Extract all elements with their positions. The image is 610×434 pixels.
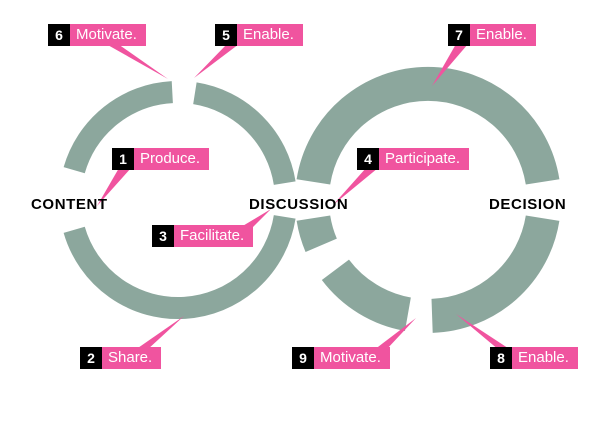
callout-2-number: 2 <box>80 347 102 369</box>
callout-7-label: Enable. <box>470 24 536 46</box>
callout-2-share: 2 Share. <box>80 347 162 369</box>
callout-1-number: 1 <box>112 148 134 170</box>
callout-pointer-9 <box>374 318 416 350</box>
content-loop-arc-bottom <box>63 215 296 320</box>
callout-9-label: Motivate. <box>314 347 390 369</box>
callout-3-number: 3 <box>152 225 174 247</box>
decision-loop-arc-lower-right <box>431 215 560 333</box>
callout-pointer-7 <box>432 44 468 86</box>
callout-8-enable: 8 Enable. <box>490 347 578 369</box>
callout-4-participate: 4 Participate. <box>357 148 470 170</box>
callout-pointer-1 <box>97 168 131 206</box>
callout-5-enable: 5 Enable. <box>215 24 303 46</box>
callout-pointer-5 <box>194 44 239 78</box>
callout-4-number: 4 <box>357 148 379 170</box>
callout-1-label: Produce. <box>134 148 210 170</box>
callout-pointer-3 <box>241 209 271 227</box>
stage-label-decision: DECISION <box>489 196 567 213</box>
callout-6-motivate: 6 Motivate. <box>48 24 146 46</box>
callout-pointer-6 <box>106 44 168 79</box>
content-loop-arc-upper-left <box>63 81 174 174</box>
callout-1-produce: 1 Produce. <box>112 148 210 170</box>
callout-6-label: Motivate. <box>70 24 146 46</box>
callout-pointer-8 <box>456 314 511 350</box>
content-loop-arc-upper-right <box>192 82 296 186</box>
decision-loop-arc-left-stub <box>296 214 338 252</box>
callout-9-motivate: 9 Motivate. <box>292 347 390 369</box>
callout-2-label: Share. <box>102 347 162 369</box>
stage-label-content: CONTENT <box>31 196 108 213</box>
callout-5-label: Enable. <box>237 24 303 46</box>
callout-8-label: Enable. <box>512 347 578 369</box>
callout-8-number: 8 <box>490 347 512 369</box>
callout-3-facilitate: 3 Facilitate. <box>152 225 254 247</box>
callout-pointer-2 <box>135 316 184 350</box>
decision-loop-arc-bottom-left <box>321 259 412 331</box>
callout-4-label: Participate. <box>379 148 470 170</box>
callout-7-number: 7 <box>448 24 470 46</box>
callout-6-number: 6 <box>48 24 70 46</box>
decision-loop-arc-top <box>296 66 560 185</box>
callout-9-number: 9 <box>292 347 314 369</box>
callout-7-enable: 7 Enable. <box>448 24 536 46</box>
stage-label-discussion: DISCUSSION <box>249 196 349 213</box>
callout-5-number: 5 <box>215 24 237 46</box>
callout-3-label: Facilitate. <box>174 225 254 247</box>
callout-pointer-4 <box>333 168 378 205</box>
